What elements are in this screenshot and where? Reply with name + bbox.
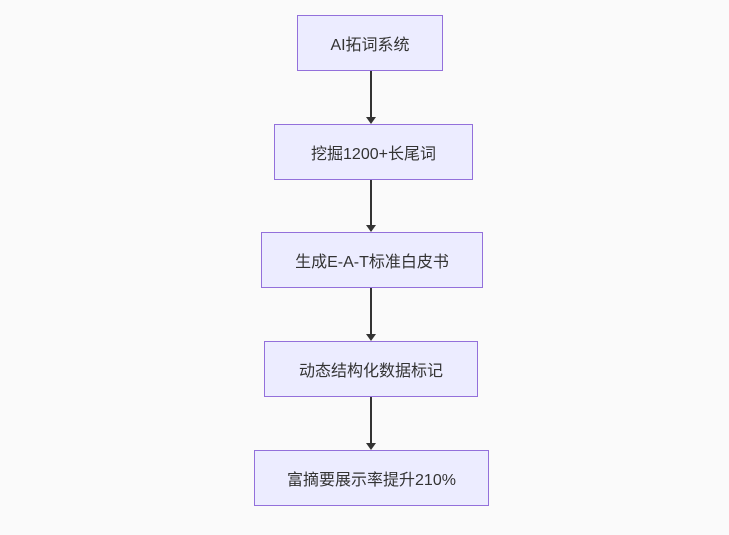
node-label: 挖掘1200+长尾词	[311, 146, 436, 163]
flow-node-rich-snippet-rate: 富摘要展示率提升210%	[254, 450, 489, 506]
flow-node-eat-whitepaper: 生成E-A-T标准白皮书	[261, 232, 483, 288]
flow-edge-arrow-3	[370, 288, 372, 334]
flow-node-structured-data-markup: 动态结构化数据标记	[264, 341, 478, 397]
flow-edge-arrow-2	[370, 180, 372, 225]
node-label: 富摘要展示率提升210%	[287, 472, 456, 489]
node-label: 生成E-A-T标准白皮书	[295, 254, 449, 271]
flow-edge-arrow-1	[370, 71, 372, 117]
flow-node-longtail-keywords: 挖掘1200+长尾词	[274, 124, 473, 180]
flow-edge-arrow-4	[370, 397, 372, 443]
node-label: AI拓词系统	[330, 37, 410, 54]
node-label: 动态结构化数据标记	[298, 363, 443, 380]
flow-node-ai-word-expansion-system: AI拓词系统	[297, 15, 443, 71]
